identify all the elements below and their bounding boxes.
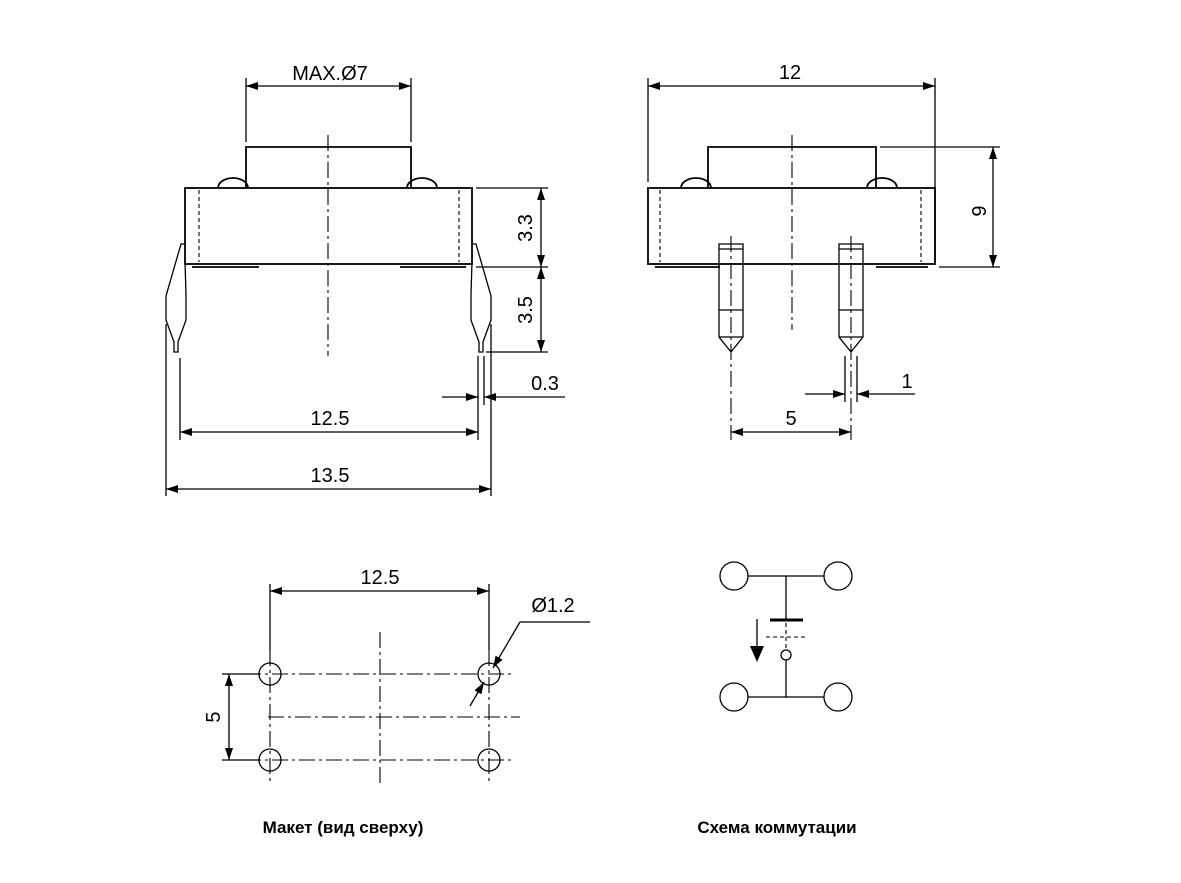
terminal-bottom-right [823, 682, 853, 712]
footprint-hole-bottom-right [477, 748, 501, 772]
dim-outer-span: 13.5 [311, 465, 350, 487]
press-arrow-icon [750, 646, 764, 662]
dim-footprint-horizontal: 12.5 [361, 567, 400, 589]
dim-pin-width: 1 [901, 371, 912, 393]
dim-inner-span: 12.5 [311, 408, 350, 430]
dim-lead-height: 3.5 [515, 296, 537, 324]
terminal-bottom-left [719, 682, 749, 712]
footprint-hole-top-right [477, 662, 501, 686]
dim-max-diameter: MAX.Ø7 [292, 63, 368, 85]
footprint: 12.5 Ø1.2 5 Макет (вид сверху) [203, 567, 590, 837]
front-view: MAX.Ø7 3.3 3.5 0.3 12.5 13.5 [165, 63, 565, 496]
dim-footprint-vertical: 5 [203, 711, 225, 722]
switch-schematic: Схема коммутации [697, 561, 857, 837]
dim-height: 9 [969, 205, 991, 216]
schematic-caption: Схема коммутации [697, 818, 856, 837]
dim-body-height: 3.3 [515, 214, 537, 242]
dim-lead-thickness: 0.3 [531, 373, 559, 395]
terminal-top-right [823, 561, 853, 591]
dim-pin-pitch: 5 [785, 408, 796, 430]
footprint-caption: Макет (вид сверху) [263, 818, 424, 837]
dim-width: 12 [779, 62, 801, 84]
dim-footprint-hole: Ø1.2 [531, 595, 574, 617]
side-view: 12 9 1 5 [647, 62, 1000, 440]
terminal-top-left [719, 561, 749, 591]
